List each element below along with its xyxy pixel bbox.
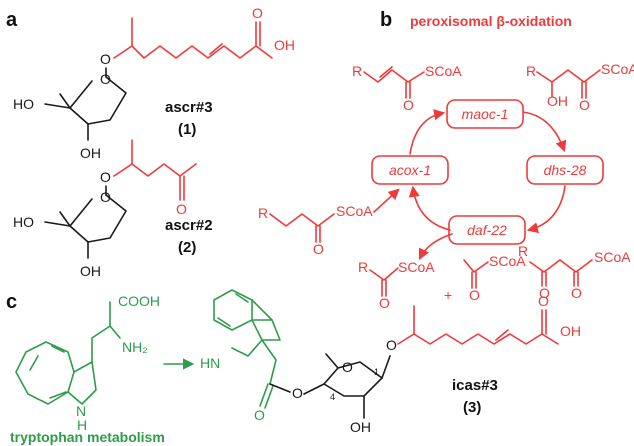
svg-text:O: O — [571, 285, 582, 301]
icas3-number: (3) — [463, 399, 481, 416]
arrow-dhs-to-daf — [526, 185, 566, 234]
tryptophan-structure: COOH NH₂ N H — [15, 293, 160, 433]
panel-label-a: a — [6, 9, 18, 31]
svg-text:COOH: COOH — [118, 293, 160, 309]
acid-o-label-1: O — [252, 5, 263, 21]
hydroxyl-label-2b: OH — [80, 263, 101, 279]
hydroxyl-label-1b: OH — [80, 145, 101, 161]
enoyl-coa: R O SCoA — [352, 63, 462, 113]
svg-text:SCoA: SCoA — [425, 63, 462, 79]
plus-sign: + — [444, 287, 452, 303]
svg-text:SCoA: SCoA — [336, 203, 373, 219]
enzyme-acox1: acox-1 — [371, 155, 449, 185]
hydroxyl-label-1a: HO — [13, 96, 34, 112]
ring-oxygen-3: O — [342, 359, 353, 375]
hydroxyl-label-3: OH — [350, 419, 371, 435]
svg-text:maoc-1: maoc-1 — [462, 106, 509, 122]
metabolism-label: tryptophan metabolism — [10, 429, 165, 445]
glycosidic-oxygen-1: O — [100, 51, 111, 67]
svg-text:R: R — [358, 259, 368, 275]
svg-text:dhs-28: dhs-28 — [544, 162, 587, 178]
svg-text:R: R — [352, 63, 362, 79]
enzyme-maoc1: maoc-1 — [446, 99, 524, 129]
ketoacyl-coa: R O O SCoA — [518, 243, 631, 301]
enzyme-daf22: daf-22 — [448, 215, 526, 245]
svg-text:O: O — [254, 407, 265, 423]
svg-text:OH: OH — [547, 93, 568, 109]
acyl-coa: R O SCoA — [258, 203, 373, 257]
ring-oxygen-2: O — [100, 189, 111, 205]
ester-oxygen: O — [292, 385, 303, 401]
icas3-name: icas#3 — [452, 377, 498, 394]
hydroxyl-label-2a: HO — [13, 214, 34, 230]
panel-label-c: c — [6, 291, 17, 313]
glycosidic-oxygen-3: O — [386, 337, 397, 353]
panel-label-b: b — [380, 9, 392, 31]
ring-oxygen-1: O — [100, 71, 111, 87]
arrow-acyl-to-acox — [373, 188, 400, 213]
svg-text:O: O — [539, 285, 550, 301]
icas3-structure: HN O O OH O 1 4 O OH O icas#3 (3) — [200, 289, 581, 435]
svg-text:O: O — [379, 295, 390, 311]
acid-oh-label-1: OH — [274, 37, 295, 53]
svg-text:H: H — [77, 417, 87, 433]
svg-text:O: O — [403, 97, 414, 113]
ascr3-name: ascr#3 — [165, 99, 213, 116]
enzyme-dhs28: dhs-28 — [526, 155, 604, 185]
svg-text:O: O — [579, 97, 590, 113]
shortened-acyl-coa: R O SCoA — [358, 259, 435, 311]
arrow-maoc-to-dhs — [522, 111, 567, 153]
acetyl-coa: O SCoA — [463, 253, 526, 303]
svg-text:O: O — [469, 287, 480, 303]
svg-text:SCoA: SCoA — [601, 61, 634, 77]
svg-text:R: R — [518, 243, 528, 259]
svg-text:R: R — [526, 63, 536, 79]
hydroxyacyl-coa: R OH O SCoA — [526, 61, 634, 113]
svg-text:SCoA: SCoA — [489, 253, 526, 269]
acid-o-label-3: O — [538, 293, 549, 309]
glycosidic-oxygen-2: O — [100, 169, 111, 185]
ascr2-structure: O HO OH O O ascr#2 (2) — [13, 139, 213, 279]
ascr3-number: (1) — [178, 121, 196, 138]
ascr2-number: (2) — [178, 239, 196, 256]
acid-oh-label-3: OH — [560, 323, 581, 339]
ascr2-name: ascr#2 — [165, 217, 213, 234]
position-4-label: 4 — [330, 392, 335, 402]
arrow-acox-to-maoc — [409, 109, 446, 155]
svg-text:N: N — [76, 403, 86, 419]
svg-text:daf-22: daf-22 — [467, 222, 507, 238]
svg-text:acox-1: acox-1 — [389, 162, 431, 178]
pathway-title: peroxisomal β-oxidation — [410, 13, 572, 29]
svg-text:NH₂: NH₂ — [122, 339, 148, 355]
svg-text:SCoA: SCoA — [398, 259, 435, 275]
arrow-daf-to-acox — [408, 185, 451, 231]
svg-text:O: O — [313, 241, 324, 257]
svg-text:HN: HN — [200, 355, 220, 371]
ascr3-structure: O HO OH O OH O ascr#3 (1) — [13, 5, 295, 161]
position-1-label: 1 — [374, 367, 379, 377]
svg-text:R: R — [258, 205, 268, 221]
svg-text:SCoA: SCoA — [594, 249, 631, 265]
ketone-o-label: O — [176, 201, 187, 217]
arrow-daf-products — [418, 233, 453, 261]
